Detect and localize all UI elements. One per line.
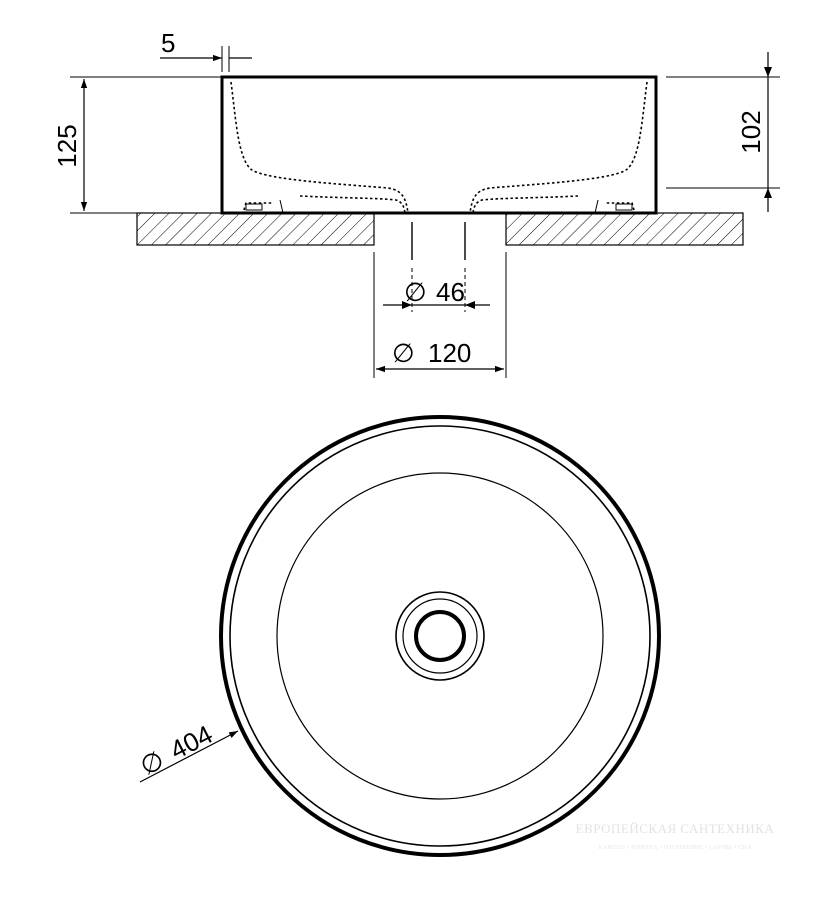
basin-rim-outer (219, 415, 661, 857)
top-view: ∅ 404 (135, 415, 661, 857)
bowl-base-profile-right (472, 195, 635, 214)
inner-wall-line-left (279, 199, 284, 214)
diameter-symbol-outer: ∅ (135, 744, 169, 781)
dim-label-bowl-height: 102 (736, 110, 766, 153)
dim-label-drain: 46 (436, 277, 465, 307)
watermark-subtitle: КАМЕНЬ • ПЛИТКА • ОТОПЛЕНИЕ • САУНЫ • СП… (598, 845, 752, 851)
bowl-inner-profile (230, 81, 409, 214)
drain-ring (402, 598, 478, 674)
foot-mark-left (245, 203, 263, 211)
dim-label-cutout: 120 (428, 338, 471, 368)
watermark-title: ЕВРОПЕЙСКАЯ САНТЕХНИКА (576, 821, 775, 836)
bowl-inner-profile-right (469, 81, 648, 214)
dim-label-total-height: 125 (52, 124, 82, 167)
diameter-symbol-cutout: ∅ (392, 338, 415, 368)
countertop-right (505, 212, 744, 246)
basin-rim-inner (229, 425, 651, 847)
dim-label-gap: 5 (161, 28, 175, 58)
inner-wall-line-right (594, 199, 599, 214)
drain-hole (414, 610, 466, 662)
dim-label-outer-diameter: 404 (165, 719, 217, 765)
diameter-symbol-drain: ∅ (404, 277, 427, 307)
side-view: 5 125 102 ∅ 46 ∅ 120 (52, 28, 780, 378)
bowl-base-profile-left (243, 195, 406, 214)
basin-outline (220, 75, 658, 215)
bowl-bottom-edge (276, 472, 604, 800)
foot-mark-right (615, 203, 633, 211)
drain-outer (395, 591, 485, 681)
watermark: ЕВРОПЕЙСКАЯ САНТЕХНИКА КАМЕНЬ • ПЛИТКА •… (576, 821, 775, 851)
dim-line-outer-diameter (139, 730, 239, 783)
countertop-left (136, 212, 375, 246)
